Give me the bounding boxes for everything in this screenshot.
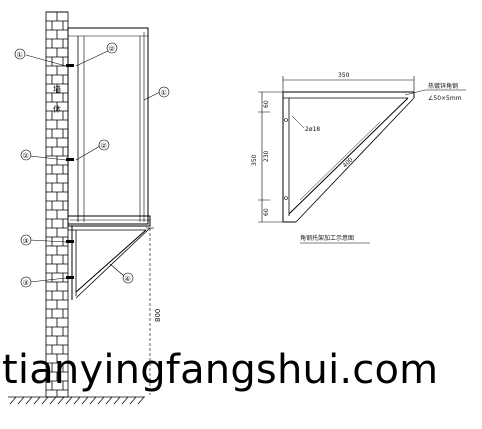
dim-diagonal-label: 400 <box>341 156 354 169</box>
watermark-text: tianyingfangshui.com <box>2 347 439 393</box>
dim-width-label: 350 <box>338 72 350 79</box>
wall-label-1: 墙 <box>53 84 61 94</box>
callout-3a: ③ <box>23 237 29 245</box>
steel-label-2: ∠50×5mm <box>428 95 462 102</box>
steel-label-1: 热镀锌角钢 <box>428 82 458 90</box>
callout-leaders <box>25 49 161 283</box>
angle-bracket-left <box>68 225 151 300</box>
callout-4: ④ <box>125 275 131 283</box>
dimension-height <box>146 227 154 395</box>
weld-note: 2ø18 <box>305 126 320 133</box>
callout-2d: ② <box>101 142 107 150</box>
wall-label-2: 体 <box>53 104 61 114</box>
callout-3b: ③ <box>23 279 29 287</box>
dim-v-bot: 60 <box>263 208 270 216</box>
dim-v-total: 350 <box>251 154 258 166</box>
callout-2a: ② <box>109 45 115 53</box>
wall-anchors <box>66 64 74 279</box>
cabinet-outline <box>67 27 151 227</box>
dim-height-label: 800 <box>154 309 162 322</box>
callout-circles <box>14 42 170 288</box>
bracket-detail <box>258 76 466 244</box>
dim-v-top: 60 <box>263 100 270 108</box>
brick-wall <box>45 11 69 398</box>
dim-v-mid: 230 <box>263 150 270 162</box>
callout-1: ① <box>17 51 23 59</box>
detail-title: 角钢托架加工示意图 <box>300 234 354 242</box>
callout-2c: ② <box>23 152 29 160</box>
ground-hatch <box>8 396 145 405</box>
callout-2b: ① <box>161 89 167 97</box>
